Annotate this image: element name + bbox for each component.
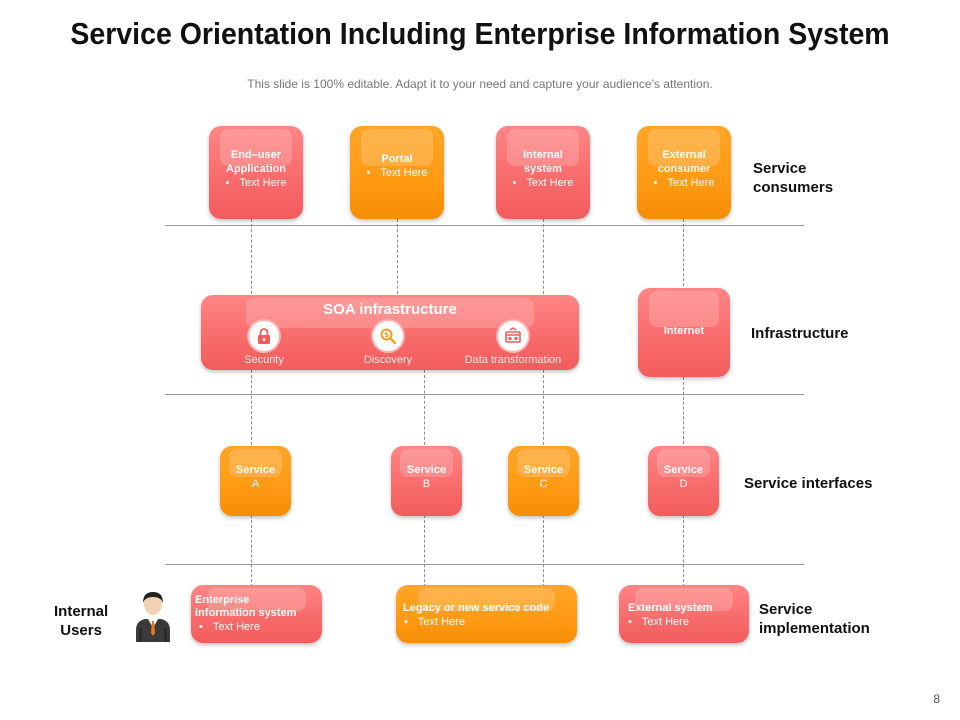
external-system-bullet: Text Here (641, 616, 689, 628)
service-d-line2: D (679, 478, 688, 490)
separator-consumers (165, 225, 804, 226)
enterprise-information-system-box[interactable]: Enterprise information system •Text Here (191, 585, 322, 643)
legacy-title: Legacy or new service code (403, 602, 550, 614)
connector-service-b-legacy (424, 515, 425, 587)
external-consumer-box[interactable]: External consumer •Text Here (637, 126, 731, 219)
internal-system-box[interactable]: Internal system •Text Here (496, 126, 590, 219)
end-user-title-line1: End–user (230, 148, 282, 161)
internal-system-bullet: Text Here (526, 176, 574, 189)
service-a-line1: Service (235, 464, 276, 476)
external-system-title: External system (628, 602, 713, 614)
connector-service-a-enterprise (251, 515, 252, 587)
service-b-box[interactable]: Service B (391, 446, 462, 516)
discovery-label: Discovery (363, 354, 413, 366)
connector-internet-service-d (683, 377, 684, 449)
internet-box[interactable]: Internet (638, 288, 730, 377)
row-label-infrastructure: Infrastructure (751, 325, 849, 342)
data-transformation-icon (498, 321, 528, 351)
row-label-service-consumers: Service consumers (753, 160, 834, 196)
service-d-box[interactable]: Service D (648, 446, 719, 516)
soa-item-discovery[interactable]: $ Discovery (328, 321, 448, 366)
connector-security-service-a (251, 370, 252, 450)
internal-users-label: Internal Users (54, 603, 109, 639)
internet-label: Internet (663, 324, 705, 337)
enterprise-bullet: Text Here (212, 621, 260, 633)
lock-icon (249, 321, 279, 351)
end-user-title-line2: Application (226, 162, 286, 175)
discovery-icon: $ (373, 321, 403, 351)
page-number: 8 (933, 692, 940, 706)
portal-bullet: Text Here (380, 166, 428, 179)
end-user-bullet: Text Here (239, 176, 287, 189)
service-c-line2: C (539, 478, 548, 490)
soa-infrastructure-title: SOA infrastructure (323, 301, 457, 318)
connector-external-consumer (683, 219, 684, 291)
soa-infrastructure-box[interactable]: SOA infrastructure Security $ Discovery (201, 295, 579, 370)
separator-interfaces (165, 564, 804, 565)
external-system-box[interactable]: External system •Text Here (619, 585, 749, 643)
external-consumer-title-line2: consumer (657, 162, 711, 175)
separator-infrastructure (165, 394, 804, 395)
service-c-box[interactable]: Service C (508, 446, 579, 516)
connector-discovery-service-b (424, 370, 425, 450)
legacy-bullet: Text Here (417, 616, 465, 628)
service-a-box[interactable]: Service A (220, 446, 291, 516)
connector-end-user (251, 219, 252, 299)
internal-system-title-line2: system (524, 162, 562, 175)
connector-service-d-external (683, 515, 684, 587)
business-person-icon (134, 588, 172, 647)
service-d-line1: Service (663, 464, 704, 476)
external-consumer-title-line1: External (662, 148, 706, 161)
portal-title: Portal (381, 152, 413, 165)
service-c-line1: Service (523, 464, 564, 476)
row-label-service-interfaces: Service interfaces (744, 475, 873, 492)
service-b-line1: Service (406, 464, 447, 476)
security-label: Security (244, 354, 284, 366)
connector-internal-system (543, 219, 544, 299)
row-label-service-implementation: Service implementation (759, 601, 870, 637)
svg-text:$: $ (384, 331, 389, 339)
service-a-line2: A (251, 478, 260, 490)
data-transformation-label: Data transformation (464, 354, 562, 366)
enterprise-title-line1: Enterprise (195, 594, 250, 606)
soa-item-security[interactable]: Security (204, 321, 324, 366)
service-b-line2: B (422, 478, 431, 490)
slide-subtitle: This slide is 100% editable. Adapt it to… (247, 77, 713, 91)
portal-box[interactable]: Portal •Text Here (350, 126, 444, 219)
soa-item-data-transformation[interactable]: Data transformation (453, 321, 573, 366)
connector-data-service-c (543, 370, 544, 450)
slide-title: Service Orientation Including Enterprise… (70, 16, 890, 51)
enterprise-title-line2: information system (195, 607, 297, 619)
end-user-application-box[interactable]: End–user Application •Text Here (209, 126, 303, 219)
connector-portal (397, 219, 398, 299)
internal-system-title-line1: Internal (523, 148, 563, 161)
external-consumer-bullet: Text Here (667, 176, 715, 189)
legacy-service-code-box[interactable]: Legacy or new service code •Text Here (396, 585, 577, 643)
connector-service-c-legacy (543, 515, 544, 587)
